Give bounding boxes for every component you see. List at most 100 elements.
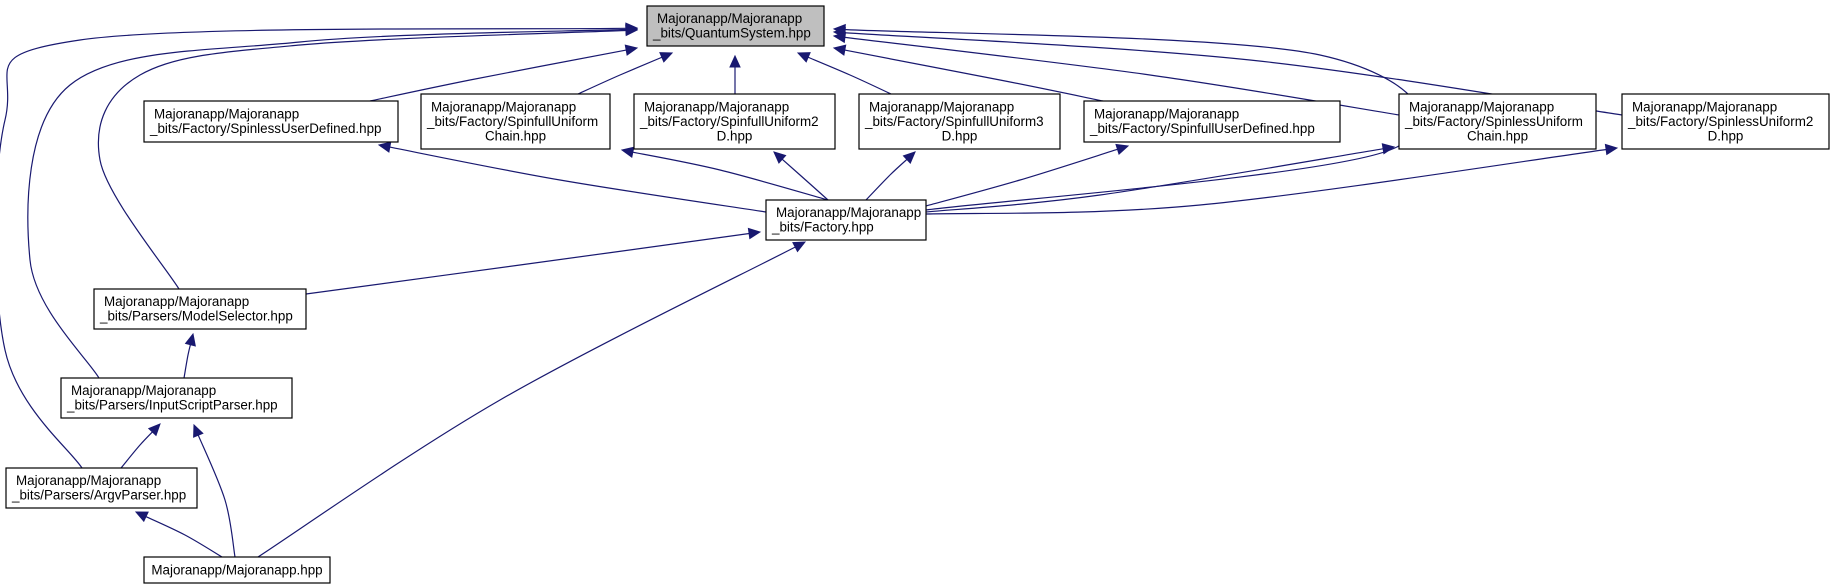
edge-arrowhead — [659, 52, 674, 63]
node-label-line: Chain.hpp — [1467, 128, 1528, 143]
nodes-layer: Majoranapp/Majoranapp_bits/QuantumSystem… — [5, 5, 1830, 584]
node-label-line: _bits/Factory/SpinlessUserDefined.hpp — [149, 121, 381, 136]
node-box — [420, 93, 611, 150]
node-box — [765, 199, 927, 241]
node-label-line: Majoranapp/Majoranapp — [16, 473, 161, 488]
edge-arrowhead — [832, 23, 846, 36]
node-box — [60, 377, 293, 419]
node-box — [858, 93, 1061, 150]
edge-arrowhead — [134, 511, 149, 523]
edge-line — [143, 515, 223, 558]
edge-arrowhead — [796, 52, 811, 63]
node-label-line: Majoranapp/Majoranapp — [71, 383, 216, 398]
edge-arrowhead — [147, 423, 161, 437]
node-label-line: Majoranapp/Majoranapp — [657, 11, 802, 26]
edge-mj-to-ap — [134, 511, 223, 558]
node-ms[interactable]: Majoranapp/Majoranapp_bits/Parsers/Model… — [93, 288, 307, 330]
edge-line — [97, 29, 629, 290]
edge-line — [925, 148, 1120, 207]
node-box — [1621, 93, 1830, 150]
edge-arrowhead — [1115, 143, 1130, 155]
node-label-line: _bits/Factory/SpinfullUniform — [426, 114, 598, 129]
edge-fac-to-sfc — [620, 146, 829, 201]
edge-arrowhead — [184, 332, 196, 347]
edge-arrowhead — [377, 141, 392, 153]
edge-line — [257, 245, 798, 558]
edge-line — [305, 232, 752, 295]
node-label-line: Majoranapp/Majoranapp — [104, 294, 249, 309]
node-label-line: Chain.hpp — [485, 128, 546, 143]
node-box — [1083, 100, 1341, 143]
edge-arrowhead — [747, 227, 762, 240]
edge-arrowhead — [624, 44, 639, 56]
edge-fac-to-sf3 — [865, 151, 916, 201]
edge-mj-to-isp — [193, 423, 236, 558]
edge-arrowhead — [625, 22, 639, 34]
edge-fac-to-slc — [925, 143, 1396, 213]
node-mj[interactable]: Majoranapp/Majoranapp.hpp — [143, 556, 331, 584]
edge-arrowhead — [832, 44, 847, 56]
node-slc[interactable]: Majoranapp/Majoranapp_bits/Factory/Spinl… — [1398, 93, 1597, 150]
edge-ap-to-isp — [120, 423, 161, 469]
node-qs[interactable]: Majoranapp/Majoranapp_bits/QuantumSystem… — [646, 5, 825, 47]
edge-line — [27, 28, 629, 379]
edge-arrowhead — [193, 423, 204, 438]
edge-sf3-to-qs — [796, 52, 892, 95]
edge-line — [630, 151, 829, 201]
node-sud[interactable]: Majoranapp/Majoranapp_bits/Factory/Spinl… — [143, 100, 399, 143]
node-label-line: _bits/Parsers/ArgvParser.hpp — [11, 488, 186, 503]
node-box — [5, 467, 198, 509]
edge-line — [120, 430, 155, 469]
edge-line — [369, 49, 629, 102]
node-box — [93, 288, 307, 330]
edge-ms-to-fac — [305, 227, 762, 295]
node-label-line: _bits/Factory/SpinlessUniform — [1404, 114, 1583, 129]
node-label-line: Majoranapp/Majoranapp — [1409, 99, 1554, 114]
edge-line — [0, 27, 629, 469]
node-isp[interactable]: Majoranapp/Majoranapp_bits/Parsers/Input… — [60, 377, 293, 419]
node-label-line: _bits/Factory/SpinlessUniform2 — [1627, 114, 1813, 129]
edge-arrowhead — [792, 241, 807, 253]
edge-fac-to-sl2 — [925, 143, 1619, 215]
node-fac[interactable]: Majoranapp/Majoranapp_bits/Factory.hpp — [765, 199, 927, 241]
node-box — [1398, 93, 1597, 150]
node-label-line: Majoranapp/Majoranapp.hpp — [151, 562, 322, 577]
node-label-line: D.hpp — [717, 128, 753, 143]
node-label-line: _bits/Factory/SpinfullUniform2 — [639, 114, 819, 129]
node-label-line: Majoranapp/Majoranapp — [776, 205, 921, 220]
node-box — [143, 100, 399, 143]
edge-line — [865, 157, 909, 201]
node-ap[interactable]: Majoranapp/Majoranapp_bits/Parsers/ArgvP… — [5, 467, 198, 509]
node-sfu[interactable]: Majoranapp/Majoranapp_bits/Factory/Spinf… — [1083, 100, 1341, 143]
edge-arrowhead — [773, 151, 787, 164]
node-sf2[interactable]: Majoranapp/Majoranapp_bits/Factory/Spinf… — [633, 93, 836, 150]
node-box — [646, 5, 825, 47]
node-sf3[interactable]: Majoranapp/Majoranapp_bits/Factory/Spinf… — [858, 93, 1061, 150]
edge-line — [925, 147, 1386, 213]
edge-arrowhead — [1604, 143, 1619, 156]
node-label-line: Majoranapp/Majoranapp — [644, 99, 789, 114]
node-box — [143, 556, 331, 584]
edge-ap-to-qs — [0, 22, 639, 469]
node-label-line: Majoranapp/Majoranapp — [1094, 107, 1239, 122]
edge-line — [925, 148, 1609, 215]
node-label-line: Majoranapp/Majoranapp — [154, 107, 299, 122]
edge-mj-to-fac — [257, 241, 807, 558]
node-label-line: _bits/Parsers/ModelSelector.hpp — [99, 309, 293, 324]
node-sfc[interactable]: Majoranapp/Majoranapp_bits/Factory/Spinf… — [420, 93, 611, 150]
node-label-line: _bits/Parsers/InputScriptParser.hpp — [66, 398, 278, 413]
edge-arrowhead — [729, 54, 741, 68]
edge-arrowhead — [1381, 143, 1396, 155]
edge-line — [780, 157, 829, 201]
node-label-line: _bits/Factory/SpinfullUniform3 — [864, 114, 1044, 129]
edge-sfc-to-qs — [577, 52, 674, 95]
edge-sfu-to-qs — [832, 44, 1104, 102]
node-label-line: _bits/Factory/SpinfullUserDefined.hpp — [1089, 121, 1315, 136]
node-sl2[interactable]: Majoranapp/Majoranapp_bits/Factory/Spinl… — [1621, 93, 1830, 150]
edge-fac-to-sf2 — [773, 151, 829, 201]
edge-sf2-to-qs — [729, 54, 741, 94]
edge-line — [183, 342, 192, 379]
edge-arrowhead — [620, 146, 635, 158]
edge-fac-to-sud — [377, 141, 767, 213]
